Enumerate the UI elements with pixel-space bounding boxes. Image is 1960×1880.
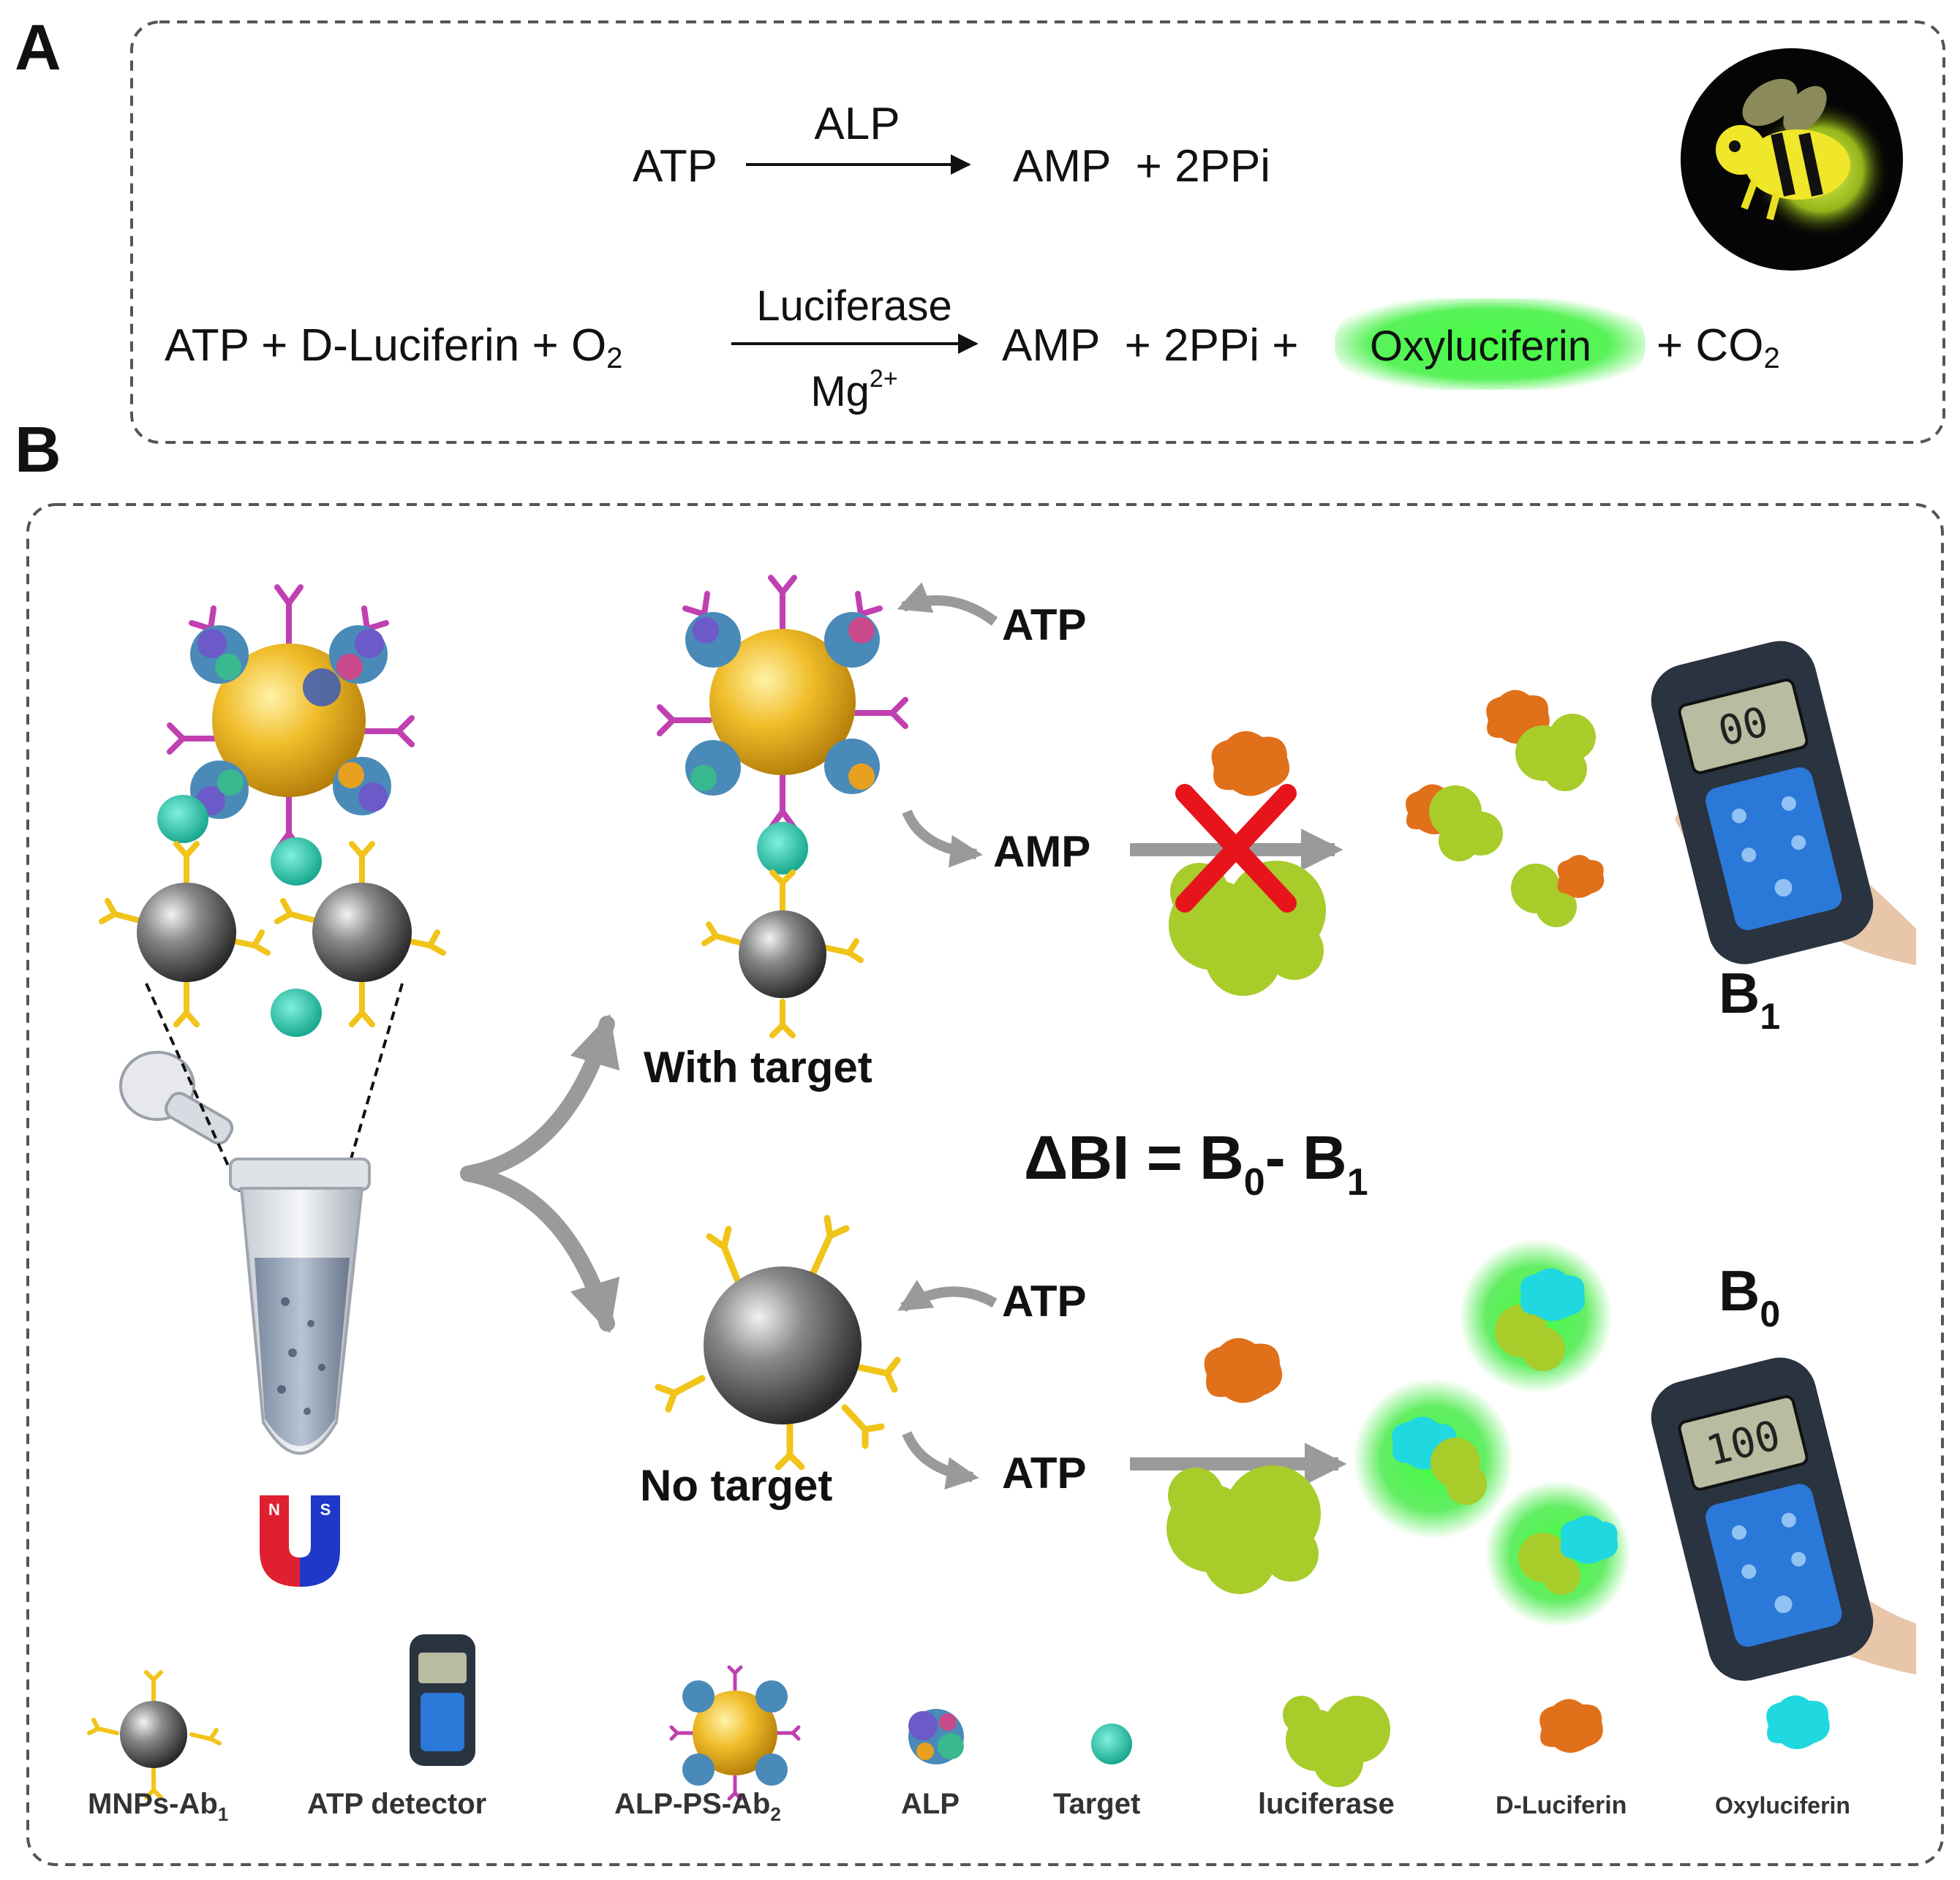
upper-out-label: AMP [993, 827, 1090, 876]
glow-product-3 [1485, 1481, 1631, 1627]
legend-mnps-icon [87, 1670, 222, 1800]
legend-alp-ps-label: ALP-PS-Ab2 [614, 1788, 781, 1825]
pair-3 [1511, 855, 1605, 927]
lower-out-label: ATP [1002, 1449, 1087, 1498]
reaction-1: ATP ALP AMP + 2PPi [633, 99, 1270, 192]
legend-alp-label: ALP [901, 1788, 960, 1820]
legend-alp-icon [908, 1709, 964, 1764]
legend: MNPs-Ab1 ATP detector ALP-PS-Ab2 ALP [87, 1634, 1850, 1825]
legend-dluciferin-label: D-Luciferin [1496, 1792, 1627, 1819]
detector-icon: 00 [1651, 641, 1916, 965]
sandwich-complex [657, 575, 908, 1038]
upper-in-arrow: ATP [897, 582, 1087, 649]
panel-b-label: B [15, 413, 61, 486]
legend-mnps-label: MNPs-Ab1 [88, 1788, 228, 1825]
legend-dluciferin-icon [1539, 1699, 1603, 1753]
reaction1-enzyme: ALP [814, 99, 900, 149]
blocked-reagents [1169, 731, 1326, 996]
delta-bi-equation: ΔBI = B0- B1 [1024, 1123, 1368, 1204]
legend-oxyluciferin-label: Oxyluciferin [1715, 1792, 1850, 1819]
tube-icon [229, 1158, 371, 1455]
reaction2-enzyme: Luciferase [756, 282, 952, 330]
reaction2-cofactor: Mg2+ [810, 365, 897, 415]
reaction2-rhs-b: + CO2 [1656, 320, 1780, 374]
firefly-icon [1681, 48, 1903, 271]
lower-in-label: ATP [1002, 1277, 1087, 1326]
legend-luciferase-icon [1283, 1696, 1390, 1787]
reaction-2: ATP + D-Luciferin + O2 Luciferase Mg2+ A… [165, 282, 1780, 415]
legend-oxyluciferin-icon [1766, 1695, 1830, 1749]
legend-luciferase-label: luciferase [1258, 1788, 1395, 1820]
alp-cluster-group [190, 625, 391, 819]
magnet-n-label: N [268, 1500, 280, 1519]
branch-arrow-up [460, 1013, 620, 1182]
pair-2 [1406, 784, 1503, 861]
mnps-ab1-pair [99, 841, 446, 1027]
lower-in-arrow: ATP [897, 1277, 1087, 1326]
panel-a-label: A [15, 11, 61, 83]
panel-b-frame [26, 503, 1944, 1866]
panel-a-frame [130, 20, 1945, 444]
magnet-icon: N S [260, 1495, 340, 1587]
unreacted-pairs [1406, 690, 1605, 927]
magnet-s-label: S [320, 1500, 331, 1519]
oxyluciferin-glow [1335, 298, 1646, 390]
reaction1-lhs: ATP [633, 141, 717, 192]
legend-target-icon [1091, 1724, 1132, 1764]
legend-detector-label: ATP detector [307, 1788, 486, 1820]
free-mnp-particle [655, 1215, 901, 1471]
cross-icon [1175, 784, 1297, 913]
branch-arrow-down [460, 1166, 620, 1334]
lower-reagents [1166, 1337, 1321, 1594]
detector-upper-display: 00 [1714, 698, 1773, 756]
reaction2-rhs-a: AMP + 2PPi + [1002, 320, 1299, 371]
glow-product-2 [1353, 1378, 1514, 1539]
dropper-icon [119, 1051, 234, 1145]
reaction2-highlight: Oxyluciferin [1370, 322, 1591, 370]
legend-target-label: Target [1053, 1788, 1140, 1820]
lower-out-arrow: ATP [902, 1431, 1087, 1498]
legend-alp-ps-icon [669, 1665, 801, 1801]
reaction2-lhs: ATP + D-Luciferin + O2 [165, 320, 622, 374]
detector-lower-icon: 100 [1651, 1357, 1916, 1681]
branch-label-no-target: No target [640, 1461, 832, 1510]
legend-detector-icon [410, 1634, 475, 1766]
branch-label-with-target: With target [644, 1043, 872, 1092]
target-particles [157, 795, 322, 1037]
luciferase-blob-lower [1166, 1465, 1321, 1594]
upper-in-label: ATP [1002, 600, 1087, 649]
pair-1 [1486, 690, 1596, 791]
glow-product-1 [1459, 1239, 1613, 1393]
glowing-products [1353, 1239, 1631, 1627]
signal-b0-label: B0 [1719, 1258, 1780, 1335]
alp-ps-ab2-particle-mixture [167, 584, 415, 853]
upper-out-arrow: AMP [902, 809, 1090, 876]
branch-arrows [460, 1013, 620, 1334]
signal-b1-label: B1 [1719, 961, 1780, 1037]
reaction1-rhs: AMP + 2PPi [1013, 141, 1270, 192]
luciferase-blob-upper [1169, 861, 1326, 996]
